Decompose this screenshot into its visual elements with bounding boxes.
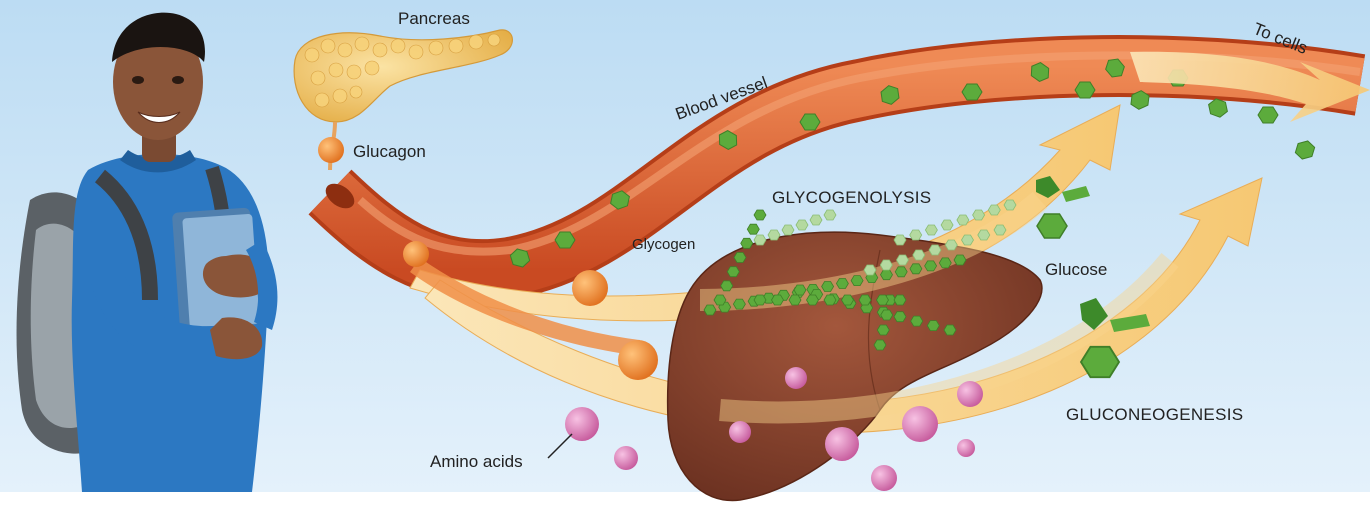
glycogen-unit-icon	[704, 305, 716, 315]
glycogen-unit-icon	[851, 276, 863, 286]
glycogen-unit-icon	[734, 253, 746, 263]
glycogen-unit-icon	[913, 250, 925, 260]
amino-acid-molecule-icon	[957, 381, 983, 407]
glycogen-unit-icon	[894, 312, 906, 322]
glycogen-unit-icon	[880, 260, 892, 270]
amino-acid-molecule-icon	[957, 439, 975, 457]
amino-acid-molecule-icon	[902, 406, 938, 442]
glycogen-unit-icon	[864, 265, 876, 275]
glucagon-molecule-icon	[618, 340, 658, 380]
glycogen-unit-icon	[894, 295, 906, 305]
amino-acid-molecule-icon	[729, 421, 751, 443]
glycogen-unit-icon	[754, 295, 766, 305]
glycogen-unit-icon	[894, 235, 906, 245]
glycogen-unit-icon	[954, 255, 966, 265]
glycogen-unit-icon	[733, 299, 745, 309]
glycogen-unit-icon	[881, 270, 893, 280]
glycogen-unit-icon	[927, 321, 939, 331]
glycogen-unit-icon	[897, 255, 909, 265]
glycogen-unit-icon	[836, 279, 848, 289]
amino-acid-molecule-icon	[785, 367, 807, 389]
glycogen-label: Glycogen	[632, 236, 695, 253]
glycogen-unit-icon	[895, 267, 907, 277]
glycogen-unit-icon	[877, 325, 889, 335]
glycogen-unit-icon	[754, 210, 766, 220]
glycogen-unit-icon	[859, 295, 871, 305]
glycogen-unit-icon	[747, 224, 759, 234]
glycogen-unit-icon	[945, 240, 957, 250]
glycogen-unit-icon	[789, 295, 801, 305]
glucose-molecule-icon	[1258, 107, 1278, 123]
glycogen-unit-icon	[962, 235, 974, 245]
glycogen-unit-icon	[944, 325, 956, 335]
glycogen-unit-icon	[842, 295, 854, 305]
glucose-molecule-icon	[1037, 214, 1067, 238]
gluconeogenesis-label: GLUCONEOGENESIS	[1066, 405, 1243, 424]
glycogen-unit-icon	[874, 340, 886, 350]
glycogen-unit-icon	[877, 295, 889, 305]
glycogenolysis-label: GLYCOGENOLYSIS	[772, 188, 931, 207]
glycogen-unit-icon	[988, 205, 1000, 215]
glycogen-unit-icon	[824, 295, 836, 305]
glycogen-unit-icon	[1004, 200, 1016, 210]
glucagon-label: Glucagon	[353, 142, 426, 161]
glycogen-unit-icon	[714, 295, 726, 305]
amino-acid-molecule-icon	[614, 446, 638, 470]
glycogen-unit-icon	[941, 220, 953, 230]
glycogen-unit-icon	[782, 225, 794, 235]
glycogen-unit-icon	[925, 225, 937, 235]
glycogen-unit-icon	[754, 235, 766, 245]
glycogen-unit-icon	[824, 210, 836, 220]
glucose-molecule-icon	[1081, 347, 1119, 377]
glucagon-molecule-icon	[318, 137, 344, 163]
glucose-molecule-icon	[800, 114, 820, 130]
glucagon-molecule-icon	[403, 241, 429, 267]
glycogen-unit-icon	[721, 281, 733, 291]
glycogen-unit-icon	[957, 215, 969, 225]
glycogen-unit-icon	[796, 220, 808, 230]
glucose-label: Glucose	[1045, 260, 1107, 279]
glycogen-unit-icon	[727, 267, 739, 277]
glycogen-unit-icon	[925, 261, 937, 271]
pancreas-label: Pancreas	[398, 9, 470, 28]
glycogen-unit-icon	[910, 230, 922, 240]
glycogen-unit-icon	[973, 210, 985, 220]
glycogen-unit-icon	[910, 264, 922, 274]
amino-acid-molecule-icon	[871, 465, 897, 491]
glycogen-unit-icon	[794, 285, 806, 295]
glycogen-unit-icon	[810, 215, 822, 225]
amino-acids-label: Amino acids	[430, 452, 523, 471]
glucose-molecule-icon	[962, 84, 982, 100]
glycogen-unit-icon	[881, 310, 893, 320]
bottom-margin	[0, 492, 1370, 507]
glycogen-unit-icon	[994, 225, 1006, 235]
amino-acid-molecule-icon	[825, 427, 859, 461]
glycogen-unit-icon	[772, 295, 784, 305]
glucose-molecule-icon	[1075, 82, 1095, 98]
glycogen-unit-icon	[978, 230, 990, 240]
glycogen-unit-icon	[807, 295, 819, 305]
glycogen-unit-icon	[911, 316, 923, 326]
glucose-molecule-icon	[555, 232, 575, 248]
glycogen-unit-icon	[822, 282, 834, 292]
glycogen-unit-icon	[768, 230, 780, 240]
glucagon-molecule-icon	[572, 270, 608, 306]
glycogen-unit-icon	[929, 245, 941, 255]
glycogen-unit-icon	[939, 258, 951, 268]
glycogen-unit-icon	[741, 238, 753, 248]
